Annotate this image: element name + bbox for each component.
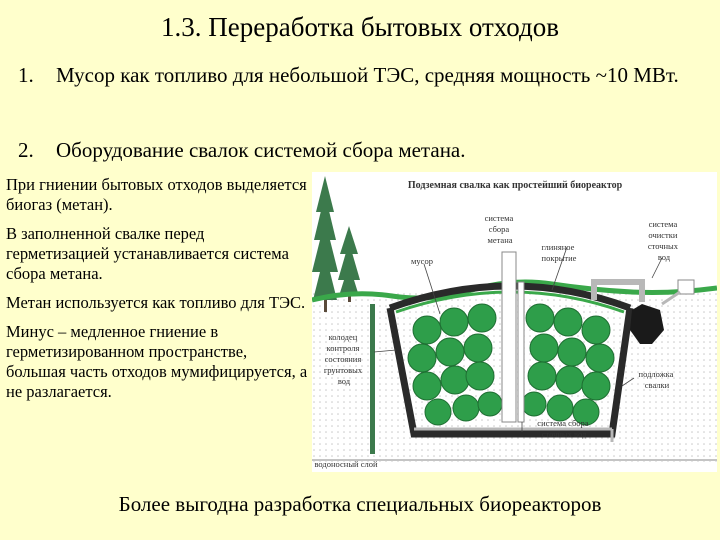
leader-lines	[373, 246, 663, 432]
tree-left	[312, 176, 338, 312]
slide-title: 1.3. Переработка бытовых отходов	[161, 12, 559, 42]
figure-heading: Подземная свалка как простейший биореакт…	[408, 180, 623, 191]
label-clay-cover: глиняное покрытие	[541, 242, 576, 263]
tree-right	[338, 226, 360, 302]
list-number: 1.	[18, 63, 34, 87]
treatment-box	[677, 279, 695, 295]
label-garbage: мусор	[411, 256, 433, 266]
list-item-2: 2. Оборудование свалок системой сбора ме…	[18, 137, 720, 163]
label-monitoring-well: колодец контроля состояния грунтовых вод	[324, 332, 364, 386]
landfill-diagram-svg: Подземная свалка как простейший биореакт…	[311, 176, 718, 469]
landfill-diagram: Подземная свалка как простейший биореакт…	[311, 172, 718, 472]
label-landfill-liner: подложка свалки	[639, 369, 676, 390]
body-text: При гниении бытовых отходов выделяется б…	[6, 175, 311, 411]
waste-mass	[407, 303, 615, 426]
label-aquifer: водоносный слой	[314, 459, 378, 469]
methane-pipe-right	[517, 281, 525, 423]
monitoring-well-pipe	[370, 304, 375, 454]
landfill-liner	[386, 307, 634, 438]
list-item-1: 1. Мусор как топливо для небольшой ТЭС, …	[18, 62, 720, 88]
paragraph-fuel: Метан используется как топливо для ТЭС.	[6, 293, 306, 312]
paragraph-minus: Минус – медленное гниение в герметизиров…	[6, 322, 308, 401]
list-text: Оборудование свалок системой сбора метан…	[56, 138, 466, 162]
treatment-link	[661, 290, 681, 306]
label-wastewater-treatment: система очистки сточных вод	[648, 219, 680, 262]
label-wastewater-collection: система сбора сточных вод	[537, 418, 590, 439]
footer-note: Более выгодна разработка специальных био…	[118, 492, 602, 516]
paragraph-biogas: При гниении бытовых отходов выделяется б…	[6, 175, 307, 214]
treatment-pipe	[591, 279, 645, 302]
paragraph-collection: В заполненной свалке перед герметизацией…	[6, 224, 289, 283]
list-text: Мусор как топливо для небольшой ТЭС, сре…	[56, 63, 679, 87]
methane-pipe-left	[501, 251, 517, 423]
list-number: 2.	[18, 138, 34, 162]
treatment-tank	[630, 304, 664, 344]
label-methane-system: система сбора метана	[485, 213, 516, 245]
